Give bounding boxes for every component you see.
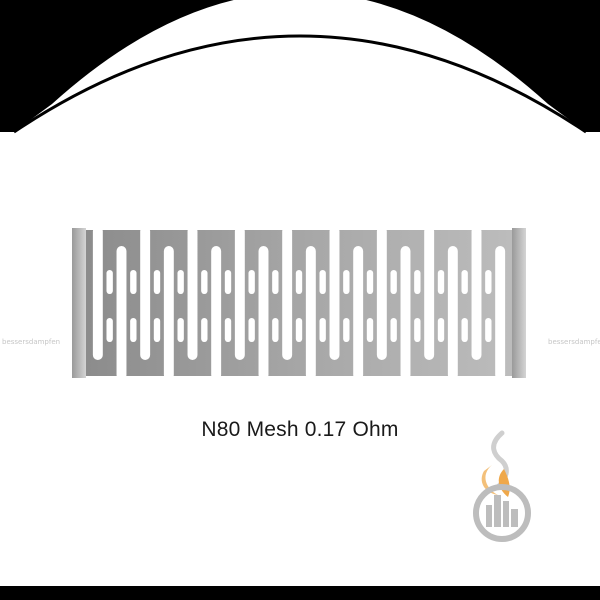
- mesh-hole: [390, 270, 397, 294]
- mesh-hole: [461, 270, 468, 294]
- mesh-hole: [366, 270, 374, 294]
- mesh-hole: [485, 318, 492, 342]
- mesh-slot: [282, 226, 293, 360]
- mesh-hole: [366, 318, 374, 342]
- mesh-hole: [461, 318, 468, 342]
- mesh-hole: [177, 318, 184, 342]
- mesh-hole: [130, 270, 137, 294]
- mesh-hole: [343, 270, 350, 294]
- mesh-tab-right: [512, 228, 526, 378]
- mesh-slot: [400, 246, 411, 380]
- mesh-hole: [343, 318, 350, 342]
- mesh-slot: [116, 246, 127, 380]
- mesh-hole: [319, 318, 326, 342]
- mesh-hole: [153, 270, 161, 294]
- mesh-slot: [447, 246, 458, 380]
- mesh-hole: [437, 270, 445, 294]
- mesh-slot: [234, 226, 245, 360]
- mesh-hole: [485, 270, 492, 294]
- product-caption: N80 Mesh 0.17 Ohm: [201, 418, 399, 441]
- mesh-coil-image: [72, 226, 526, 380]
- mesh-slot: [163, 246, 174, 380]
- mesh-slot: [353, 246, 364, 380]
- dome-arc-edge: [13, 34, 587, 134]
- mesh-hole: [201, 270, 208, 294]
- mesh-hole: [295, 270, 303, 294]
- mesh-hole: [224, 270, 232, 294]
- mesh-hole: [295, 318, 303, 342]
- frame-top: [0, 0, 600, 104]
- mesh-tab-left: [72, 228, 86, 378]
- mesh-body: [86, 230, 512, 376]
- mesh-hole: [248, 270, 255, 294]
- watermark-left: bessersdampfen: [2, 338, 61, 346]
- mesh-hole: [414, 270, 421, 294]
- mesh-slot: [92, 226, 103, 360]
- mesh-hole: [272, 318, 279, 342]
- mesh-hole: [153, 318, 161, 342]
- mesh-slot: [305, 246, 316, 380]
- mesh-hole: [201, 318, 208, 342]
- mesh-slot: [424, 226, 435, 360]
- mesh-hole: [177, 270, 184, 294]
- mesh-hole: [319, 270, 326, 294]
- mesh-hole: [437, 318, 445, 342]
- watermark-right: bessersdampfen: [548, 338, 600, 346]
- mesh-hole: [106, 270, 113, 294]
- mesh-slot: [471, 226, 482, 360]
- mesh-hole: [130, 318, 137, 342]
- mesh-hole: [390, 318, 397, 342]
- mesh-slot: [140, 226, 151, 360]
- mesh-slot: [495, 246, 506, 380]
- mesh-hole: [248, 318, 255, 342]
- mesh-hole: [224, 318, 232, 342]
- mesh-hole: [414, 318, 421, 342]
- mesh-slot: [376, 226, 387, 360]
- mesh-slot: [329, 226, 340, 360]
- mesh-hole: [272, 270, 279, 294]
- mesh-hole: [106, 318, 113, 342]
- mesh-slot: [211, 246, 222, 380]
- frame-bottom: [0, 586, 600, 600]
- flame-smoke-city-logo: [473, 430, 531, 542]
- mesh-slot: [187, 226, 198, 360]
- mesh-slot: [258, 246, 269, 380]
